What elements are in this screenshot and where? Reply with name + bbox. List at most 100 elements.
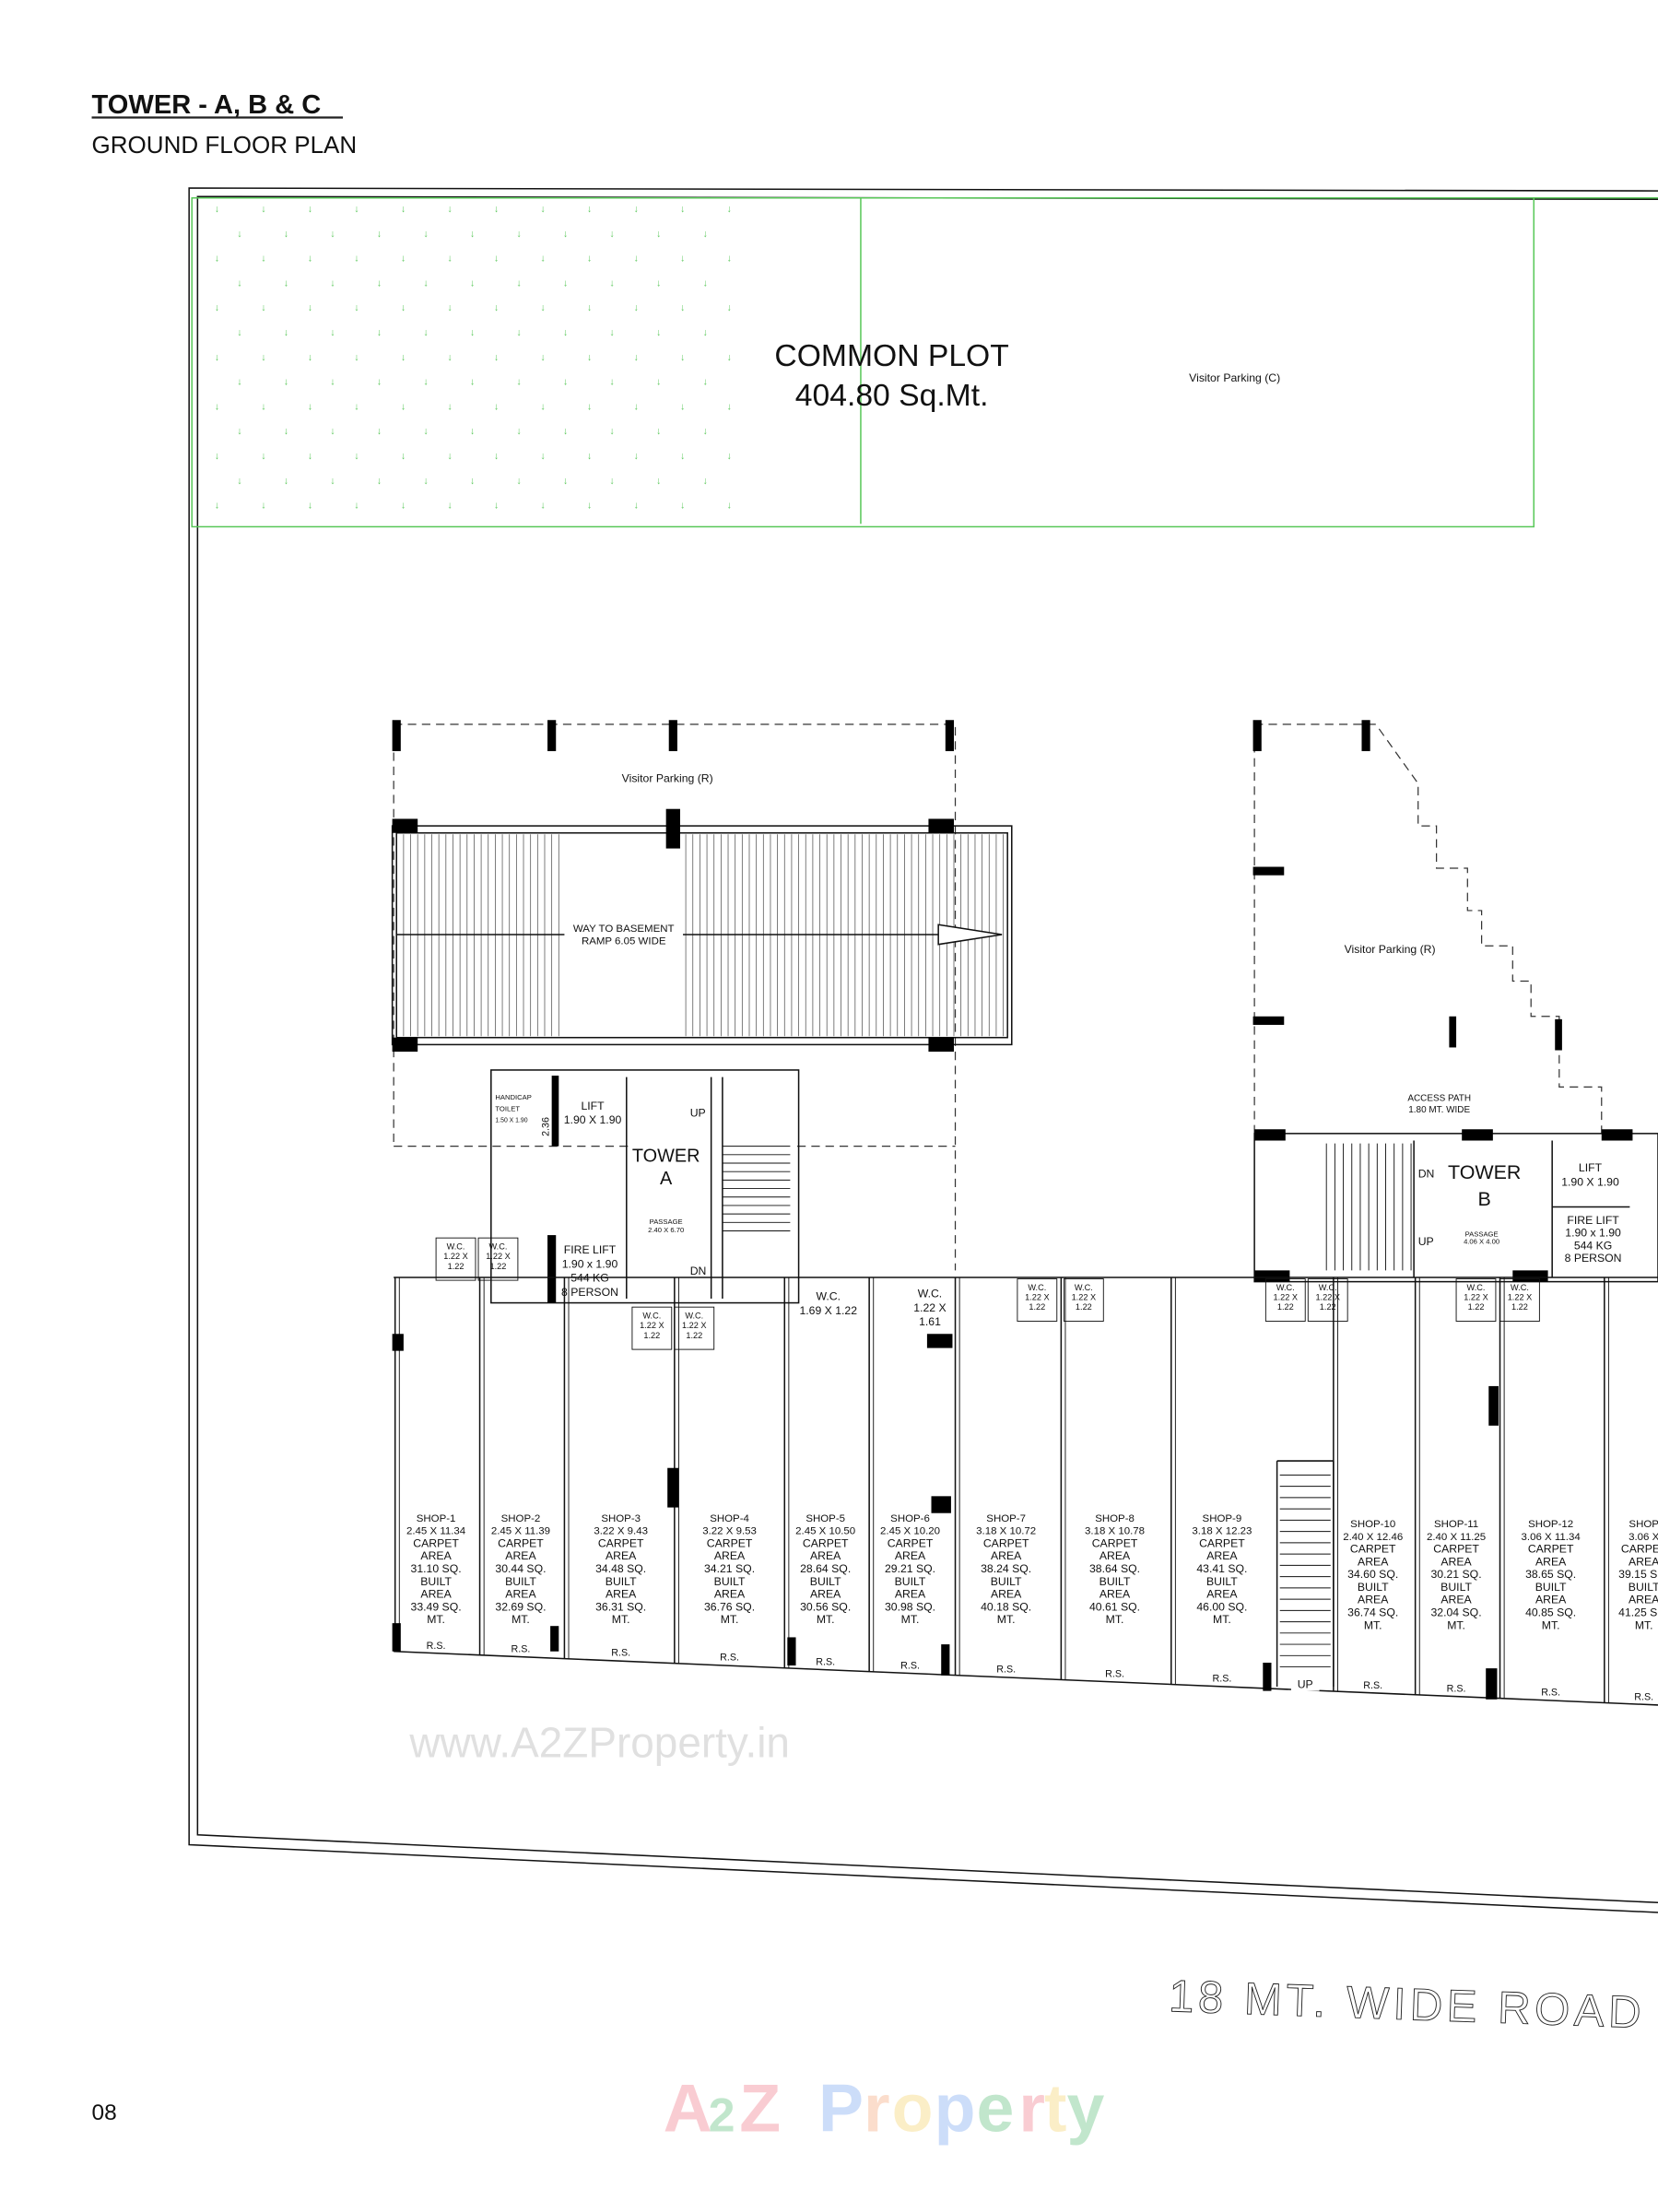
built-label: BUILT bbox=[1099, 1575, 1131, 1588]
plant-icon: ↓ bbox=[447, 352, 452, 363]
visitor-parking-r-a: Visitor Parking (R) bbox=[622, 772, 713, 785]
carpet-area-value: 29.21 SQ. bbox=[885, 1562, 935, 1575]
built-label: BUILT bbox=[895, 1575, 926, 1588]
plant-icon: ↓ bbox=[330, 327, 335, 338]
plant-icon: ↓ bbox=[563, 476, 568, 487]
column bbox=[941, 1644, 950, 1676]
built-area-value: 40.18 SQ. bbox=[981, 1600, 1031, 1613]
stair-b bbox=[1325, 1143, 1412, 1271]
plant-icon: ↓ bbox=[702, 277, 707, 288]
shop-size: 3.06 X 11.34 bbox=[1522, 1532, 1582, 1543]
built-label: BUILT bbox=[991, 1575, 1022, 1588]
plant-icon: ↓ bbox=[401, 401, 406, 412]
carpet-area-value: 34.21 SQ. bbox=[704, 1562, 755, 1575]
stair-up-label: UP bbox=[690, 1106, 706, 1119]
plant-icon: ↓ bbox=[540, 253, 545, 265]
built-label: BUILT bbox=[1629, 1581, 1658, 1594]
plant-icon: ↓ bbox=[587, 253, 592, 265]
wc-unit: W.C.1.22 X1.22 bbox=[1017, 1278, 1058, 1322]
plant-icon: ↓ bbox=[680, 253, 685, 265]
area-label: AREA bbox=[895, 1588, 926, 1601]
shop-size: 3.22 X 9.53 bbox=[702, 1526, 757, 1537]
shop-size: 2.45 X 10.20 bbox=[880, 1526, 940, 1537]
plant-icon: ↓ bbox=[609, 377, 614, 388]
area-label: AREA bbox=[420, 1588, 452, 1601]
rs-label: R.S. bbox=[512, 1644, 531, 1655]
wc-size: 1.22 X bbox=[1274, 1293, 1299, 1302]
svg-text:t: t bbox=[1044, 2069, 1066, 2146]
built-label: BUILT bbox=[420, 1575, 452, 1588]
plant-icon: ↓ bbox=[284, 327, 288, 338]
shop-size: 3.22 X 9.43 bbox=[594, 1526, 648, 1537]
shop-size: 2.45 X 11.39 bbox=[491, 1526, 550, 1537]
plant-icon: ↓ bbox=[354, 302, 359, 313]
rs-label: R.S. bbox=[1634, 1691, 1653, 1702]
shop-name: SHOP-9 bbox=[1203, 1513, 1242, 1524]
svg-text:e: e bbox=[976, 2069, 1014, 2146]
plant-icon: ↓ bbox=[401, 500, 406, 512]
plant-icon: ↓ bbox=[680, 401, 685, 412]
plant-icon: ↓ bbox=[702, 229, 707, 240]
wc-size: 1.69 X 1.22 bbox=[799, 1304, 857, 1317]
plant-icon: ↓ bbox=[726, 253, 731, 265]
plant-icon: ↓ bbox=[516, 426, 521, 437]
built-label: BUILT bbox=[1440, 1581, 1472, 1594]
built-area-value: 41.25 SQ. bbox=[1618, 1606, 1658, 1618]
shop-size: 3.18 X 10.72 bbox=[976, 1526, 1036, 1537]
handicap-label: HANDICAP bbox=[495, 1093, 531, 1101]
wc-label: W.C. bbox=[918, 1287, 943, 1300]
wc-outline bbox=[631, 1306, 673, 1350]
carpet-label: CARPET bbox=[888, 1536, 934, 1549]
column bbox=[926, 1334, 953, 1348]
wc-size: 1.22 X bbox=[1072, 1293, 1097, 1302]
area-label: AREA bbox=[1099, 1588, 1131, 1601]
column bbox=[787, 1637, 796, 1666]
area-label: AREA bbox=[1206, 1549, 1238, 1562]
stair-shop bbox=[1279, 1474, 1331, 1668]
plant-icon: ↓ bbox=[656, 327, 661, 338]
wc-size: 1.22 X bbox=[1025, 1293, 1050, 1302]
plant-icon: ↓ bbox=[447, 204, 452, 215]
built-label: BUILT bbox=[714, 1575, 746, 1588]
shop-size: 3.06 X bbox=[1629, 1532, 1658, 1543]
wc-size: 1.22 X bbox=[640, 1321, 664, 1330]
plant-icon: ↓ bbox=[423, 426, 428, 437]
shop-name: SHOP-8 bbox=[1095, 1513, 1135, 1524]
svg-text:Z: Z bbox=[739, 2069, 781, 2146]
carpet-label: CARPET bbox=[983, 1536, 1029, 1549]
plant-icon: ↓ bbox=[633, 451, 638, 462]
built-area-value: 30.56 SQ. bbox=[800, 1600, 851, 1613]
plant-icon: ↓ bbox=[308, 500, 312, 512]
shop-size: 3.18 X 12.23 bbox=[1192, 1526, 1252, 1537]
plant-icon: ↓ bbox=[261, 451, 265, 462]
wc-unit: W.C.1.22 X1.22 bbox=[631, 1306, 673, 1350]
plant-icon: ↓ bbox=[563, 229, 568, 240]
plant-icon: ↓ bbox=[354, 451, 359, 462]
plant-icon: ↓ bbox=[540, 500, 545, 512]
plant-icon: ↓ bbox=[308, 253, 312, 265]
plant-icon: ↓ bbox=[215, 204, 219, 215]
ramp-label-1: WAY TO BASEMENT bbox=[573, 924, 675, 935]
plant-icon: ↓ bbox=[261, 253, 265, 265]
rs-label: R.S. bbox=[1363, 1680, 1382, 1691]
wc-label: W.C. bbox=[1467, 1283, 1486, 1292]
plant-icon: ↓ bbox=[308, 352, 312, 363]
plant-icon: ↓ bbox=[470, 377, 475, 388]
plant-icon: ↓ bbox=[516, 277, 521, 288]
wc-outline bbox=[1307, 1278, 1348, 1322]
svg-text:2: 2 bbox=[709, 2088, 735, 2142]
plant-icon: ↓ bbox=[447, 500, 452, 512]
rs-label: R.S. bbox=[611, 1648, 630, 1659]
page-title: TOWER - A, B & C bbox=[92, 90, 322, 120]
wc-outline bbox=[477, 1237, 519, 1281]
wc-size: 1.22 X bbox=[1315, 1293, 1340, 1302]
built-area-value: 36.74 SQ. bbox=[1347, 1606, 1398, 1618]
tower-b-label: TOWER bbox=[1448, 1161, 1521, 1183]
built-area-value: 40.85 SQ. bbox=[1525, 1606, 1576, 1618]
